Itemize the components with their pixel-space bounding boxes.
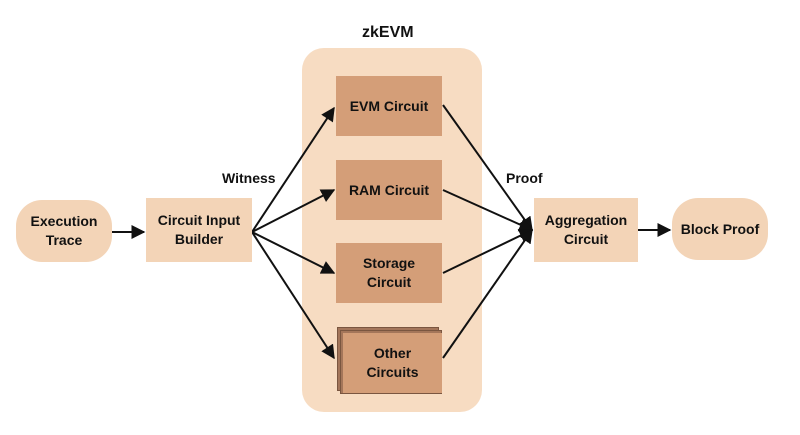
edge-ram-to-aggregation xyxy=(442,189,534,232)
edge-label-witness: Witness xyxy=(222,170,276,186)
edge-other-to-aggregation xyxy=(442,228,533,359)
node-other-circuits: Other Circuits xyxy=(343,333,442,393)
edge-builder-to-evm xyxy=(251,106,335,233)
node-ram-circuit: RAM Circuit xyxy=(336,160,442,220)
edge-builder-to-storage xyxy=(251,231,336,274)
node-block-proof: Block Proof xyxy=(672,198,768,260)
edge-evm-to-aggregation xyxy=(442,104,533,232)
node-storage-circuit: Storage Circuit xyxy=(336,243,442,303)
edge-label-proof: Proof xyxy=(506,170,543,186)
node-aggregation-circuit: Aggregation Circuit xyxy=(534,198,638,262)
node-circuit-input-builder: Circuit Input Builder xyxy=(146,198,252,262)
edge-builder-to-ram xyxy=(251,189,336,233)
node-evm-circuit: EVM Circuit xyxy=(336,76,442,136)
zkevm-title: zkEVM xyxy=(362,24,414,41)
edge-builder-to-other xyxy=(251,231,335,360)
node-execution-trace: Execution Trace xyxy=(16,200,112,262)
edge-storage-to-aggregation xyxy=(442,229,534,274)
